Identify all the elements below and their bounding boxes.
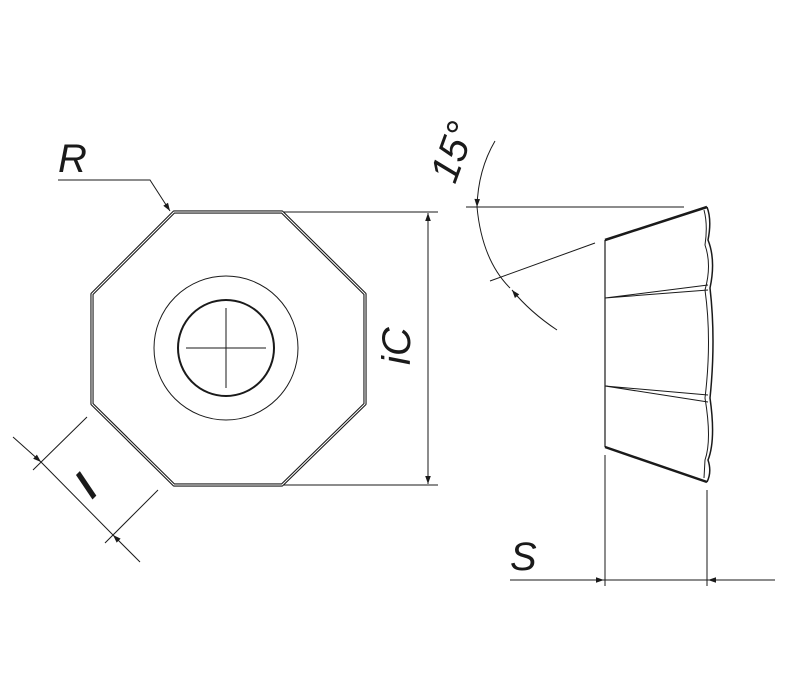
edge-length-label: l [67, 467, 107, 507]
hole-circle [177, 299, 275, 397]
insert-side-view [604, 205, 714, 484]
angle-label: 15° [422, 116, 484, 188]
angle-dimension [466, 140, 684, 331]
counterbore-circle [153, 275, 299, 421]
insert-top-view [90, 210, 367, 487]
ic-dimension [284, 211, 438, 486]
thickness-dimension [510, 455, 775, 586]
edge-length-dimension [12, 416, 159, 563]
octagon-outline-inner [91, 211, 366, 486]
thickness-label: S [510, 535, 537, 579]
radius-label: R [58, 137, 87, 181]
ic-label: iC [375, 326, 419, 365]
radius-callout [58, 179, 171, 212]
